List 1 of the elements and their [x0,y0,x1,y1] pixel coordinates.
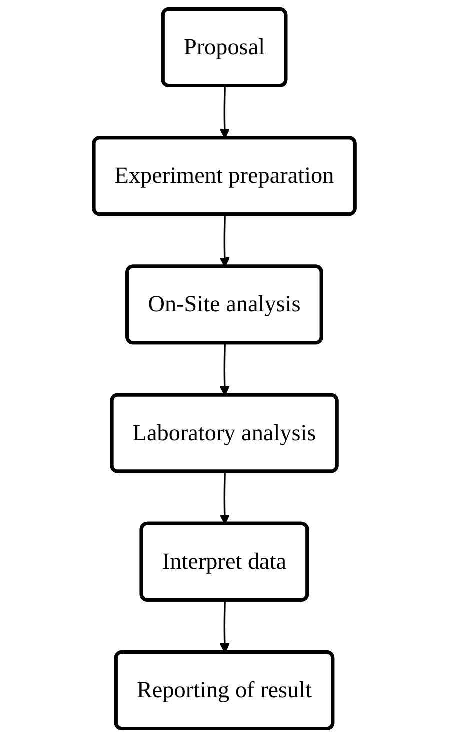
flowchart: Proposal Experiment preparation On-Site analysis Laboratory analysis Interpret data Reporting of result [0,0,449,738]
